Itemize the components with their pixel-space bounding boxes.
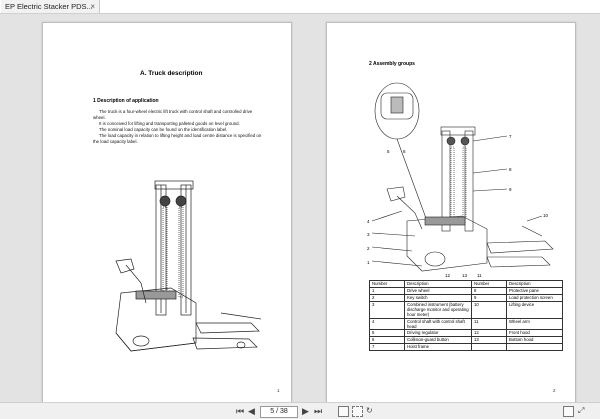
callout-label: 7 [509,134,512,139]
section-heading: 1 Description of application [93,98,159,104]
rotate-icon[interactable]: ↻ [366,406,373,415]
callout-label: 8 [509,167,512,172]
next-page-icon[interactable]: ▶ [302,406,309,416]
callout-label: 2 [367,246,370,251]
paragraph-line: the load capacity label. [93,139,138,144]
callout-label: 6 [403,149,406,154]
table-header-cell: Description [404,280,472,288]
table-cell: Bottom hood [506,336,563,345]
table-row: 1 Drive wheel 8 Protective pane [369,287,563,295]
callout-label: 11 [477,273,482,278]
paragraph-line: The nominal load capacity can be found o… [99,127,228,132]
tab-title: EP Electric Stacker PDS... [5,2,93,11]
table-cell: Drive wheel [404,287,472,295]
table-cell: Collision-guard button [404,336,472,345]
previous-page-icon[interactable]: ◀ [248,406,255,416]
table-header-cell: Number [471,280,507,288]
table-cell: Control shaft with control shaft head [404,317,472,331]
table-row: 6 Collision-guard button 13 Bottom hood [369,336,563,345]
page-right: 2 Assembly groups [326,22,576,404]
save-icon[interactable] [563,406,574,417]
callout-label: 12 [445,273,451,278]
table-cell: Lifting device [506,301,563,319]
assembly-illustration: 1 2 3 4 5 6 7 8 9 10 11 12 13 [367,82,554,278]
table-cell: 10 [471,301,507,319]
table-cell: Driving regulator [404,329,472,338]
section-heading: 2 Assembly groups [369,61,415,67]
table-row: 4 Control shaft with control shaft head … [369,317,563,331]
table-cell: 2 [369,294,405,302]
description-paragraph: The truck is a four-wheel electric lift … [93,109,289,145]
callout-label: 4 [367,219,370,224]
table-cell: 11 [471,317,507,331]
document-viewer[interactable]: A. Truck description 1 Description of ap… [0,14,600,404]
table-cell: Key switch [404,294,472,302]
page-title: A. Truck description [140,70,203,77]
page-left: A. Truck description 1 Description of ap… [42,22,292,404]
table-row: 2 Key switch 9 Load protection screen [369,294,563,302]
table-cell: 7 [369,343,405,352]
table-cell: Hoist frame [404,343,472,352]
table-cell [471,343,507,352]
table-cell: 12 [471,329,507,338]
table-cell: 9 [471,294,507,302]
title-bar: EP Electric Stacker PDS... × [0,0,600,14]
first-page-icon[interactable]: ⏮ [236,406,245,416]
callout-label: 9 [509,187,512,192]
stacker-illustration [115,180,262,352]
table-row: 3 Combined instrument (battery discharge… [369,301,563,319]
table-cell: Protective pane [506,287,563,295]
fit-width-icon[interactable] [352,406,363,417]
table-cell: Load protection screen [506,294,563,302]
table-cell: Wheel arm [506,317,563,331]
table-cell: 5 [369,329,405,338]
close-tab-icon[interactable]: × [90,2,95,11]
table-row: 5 Driving regulator 12 Front hood [369,329,563,338]
table-cell [506,343,563,352]
page-indicator-input[interactable]: 5 / 38 [260,406,298,418]
callout-label: 10 [543,213,549,218]
callout-label: 13 [462,273,468,278]
paragraph-line: It is conceived for lifting and transpor… [99,121,240,126]
fit-page-icon[interactable] [338,406,349,417]
page-number: 1 [277,388,280,393]
table-header-row: Number Description Number Description [369,280,563,288]
paragraph-line: The load capacity in relation to lifting… [99,133,262,138]
table-cell: 8 [471,287,507,295]
callout-label: 5 [387,149,390,154]
table-cell: 6 [369,336,405,345]
fullscreen-icon[interactable]: ⤢ [578,406,585,415]
document-tab[interactable]: EP Electric Stacker PDS... × [1,0,100,13]
table-header-cell: Description [506,280,563,288]
table-cell: 1 [369,287,405,295]
navigation-toolbar: ⏮ ◀ 5 / 38 ▶ ⏭ ↻ ⤢ [0,402,600,419]
assembly-table: Number Description Number Description 1 … [369,280,563,352]
table-header-cell: Number [369,280,405,288]
paragraph-line: wheel. [93,115,106,120]
table-cell: 13 [471,336,507,345]
paragraph-line: The truck is a four-wheel electric lift … [99,109,253,114]
page-number: 2 [553,388,556,393]
callout-label: 3 [367,232,370,237]
table-row: 7 Hoist frame [369,343,563,352]
table-cell: Front hood [506,329,563,338]
table-cell: Combined instrument (battery discharge m… [404,301,472,319]
callout-label: 1 [367,260,370,265]
table-cell: 3 [369,301,405,319]
table-cell: 4 [369,317,405,331]
last-page-icon[interactable]: ⏭ [314,406,323,416]
